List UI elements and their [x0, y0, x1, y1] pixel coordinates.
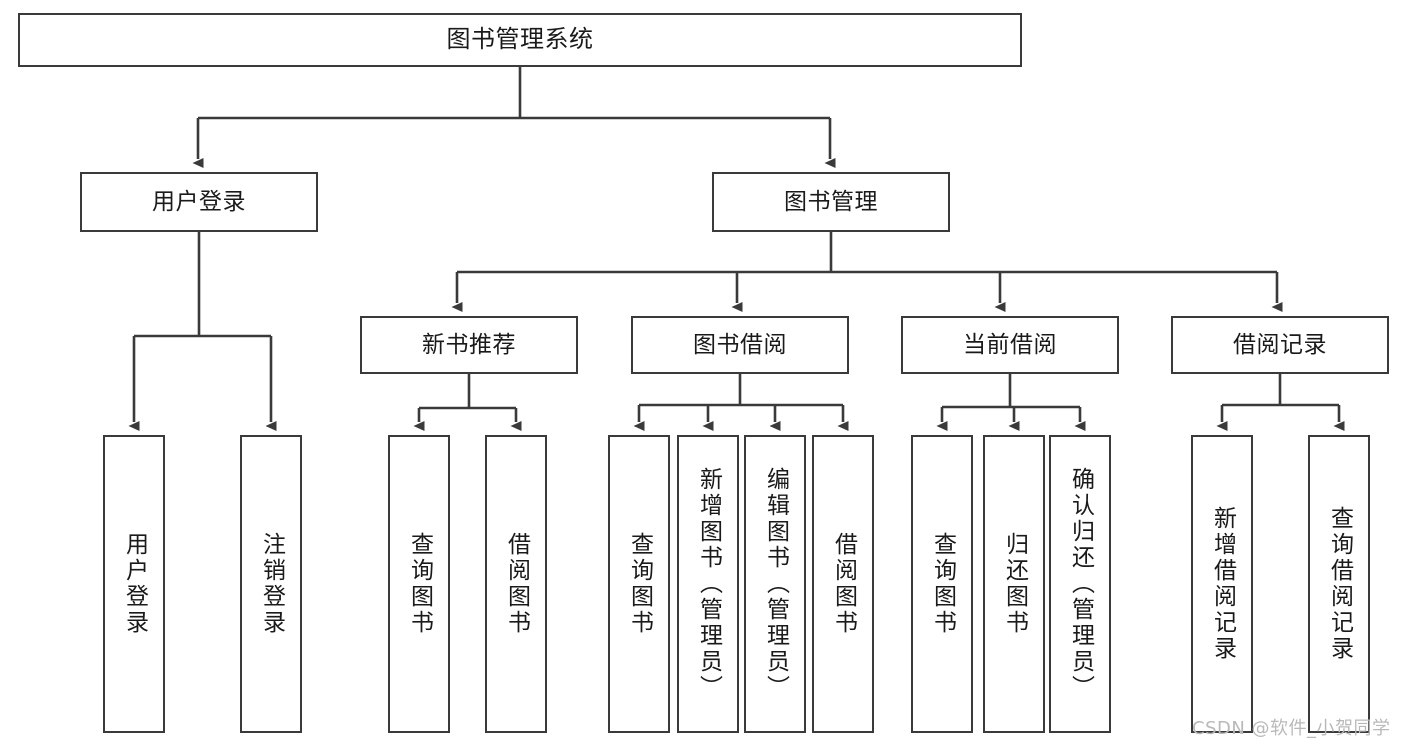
- node-leaf-logout[interactable]: 注销登录: [240, 435, 302, 733]
- node-current-borrow[interactable]: 当前借阅: [901, 316, 1119, 374]
- node-label: 确认归还（管理员）: [1067, 467, 1094, 701]
- node-label: 图书管理系统: [446, 25, 594, 54]
- node-label: 图书管理: [784, 188, 878, 215]
- node-book-management[interactable]: 图书管理: [712, 172, 950, 232]
- node-leaf-user-login[interactable]: 用户登录: [103, 435, 165, 733]
- node-leaf-confirm-return-admin[interactable]: 确认归还（管理员）: [1049, 435, 1111, 733]
- node-label: 查询图书: [406, 532, 433, 636]
- node-label: 借阅图书: [503, 532, 530, 636]
- node-label: 编辑图书（管理员）: [762, 467, 789, 701]
- node-label: 当前借阅: [963, 331, 1057, 358]
- node-label: 查询图书: [626, 532, 653, 636]
- csdn-watermark: CSDN @软件_小贺同学: [1192, 718, 1391, 739]
- node-user-login[interactable]: 用户登录: [80, 172, 318, 232]
- node-label: 查询借阅记录: [1326, 506, 1353, 662]
- node-label: 新增图书（管理员）: [695, 467, 722, 701]
- node-leaf-query-book-recommend[interactable]: 查询图书: [388, 435, 450, 733]
- node-label: 归还图书: [1001, 532, 1028, 636]
- node-leaf-return-book[interactable]: 归还图书: [983, 435, 1045, 733]
- node-label: 用户登录: [121, 532, 148, 636]
- node-leaf-borrow-book[interactable]: 借阅图书: [812, 435, 874, 733]
- node-new-book-recommend[interactable]: 新书推荐: [360, 316, 578, 374]
- node-leaf-add-book-admin[interactable]: 新增图书（管理员）: [677, 435, 739, 733]
- node-leaf-query-book-current[interactable]: 查询图书: [911, 435, 973, 733]
- node-leaf-add-borrow-record[interactable]: 新增借阅记录: [1191, 435, 1253, 733]
- node-label: 注销登录: [258, 532, 285, 636]
- node-label: 借阅记录: [1233, 331, 1327, 358]
- node-label: 借阅图书: [830, 532, 857, 636]
- node-root-book-management-system[interactable]: 图书管理系统: [18, 13, 1022, 67]
- node-leaf-edit-book-admin[interactable]: 编辑图书（管理员）: [744, 435, 806, 733]
- node-leaf-query-borrow-record[interactable]: 查询借阅记录: [1308, 435, 1370, 733]
- node-book-borrow[interactable]: 图书借阅: [631, 316, 849, 374]
- node-borrow-records[interactable]: 借阅记录: [1171, 316, 1389, 374]
- node-label: 用户登录: [152, 188, 246, 215]
- node-label: 查询图书: [929, 532, 956, 636]
- node-leaf-query-book-borrow[interactable]: 查询图书: [608, 435, 670, 733]
- node-label: 新增借阅记录: [1209, 506, 1236, 662]
- node-label: 新书推荐: [422, 331, 516, 358]
- node-leaf-borrow-book-recommend[interactable]: 借阅图书: [485, 435, 547, 733]
- node-label: 图书借阅: [693, 331, 787, 358]
